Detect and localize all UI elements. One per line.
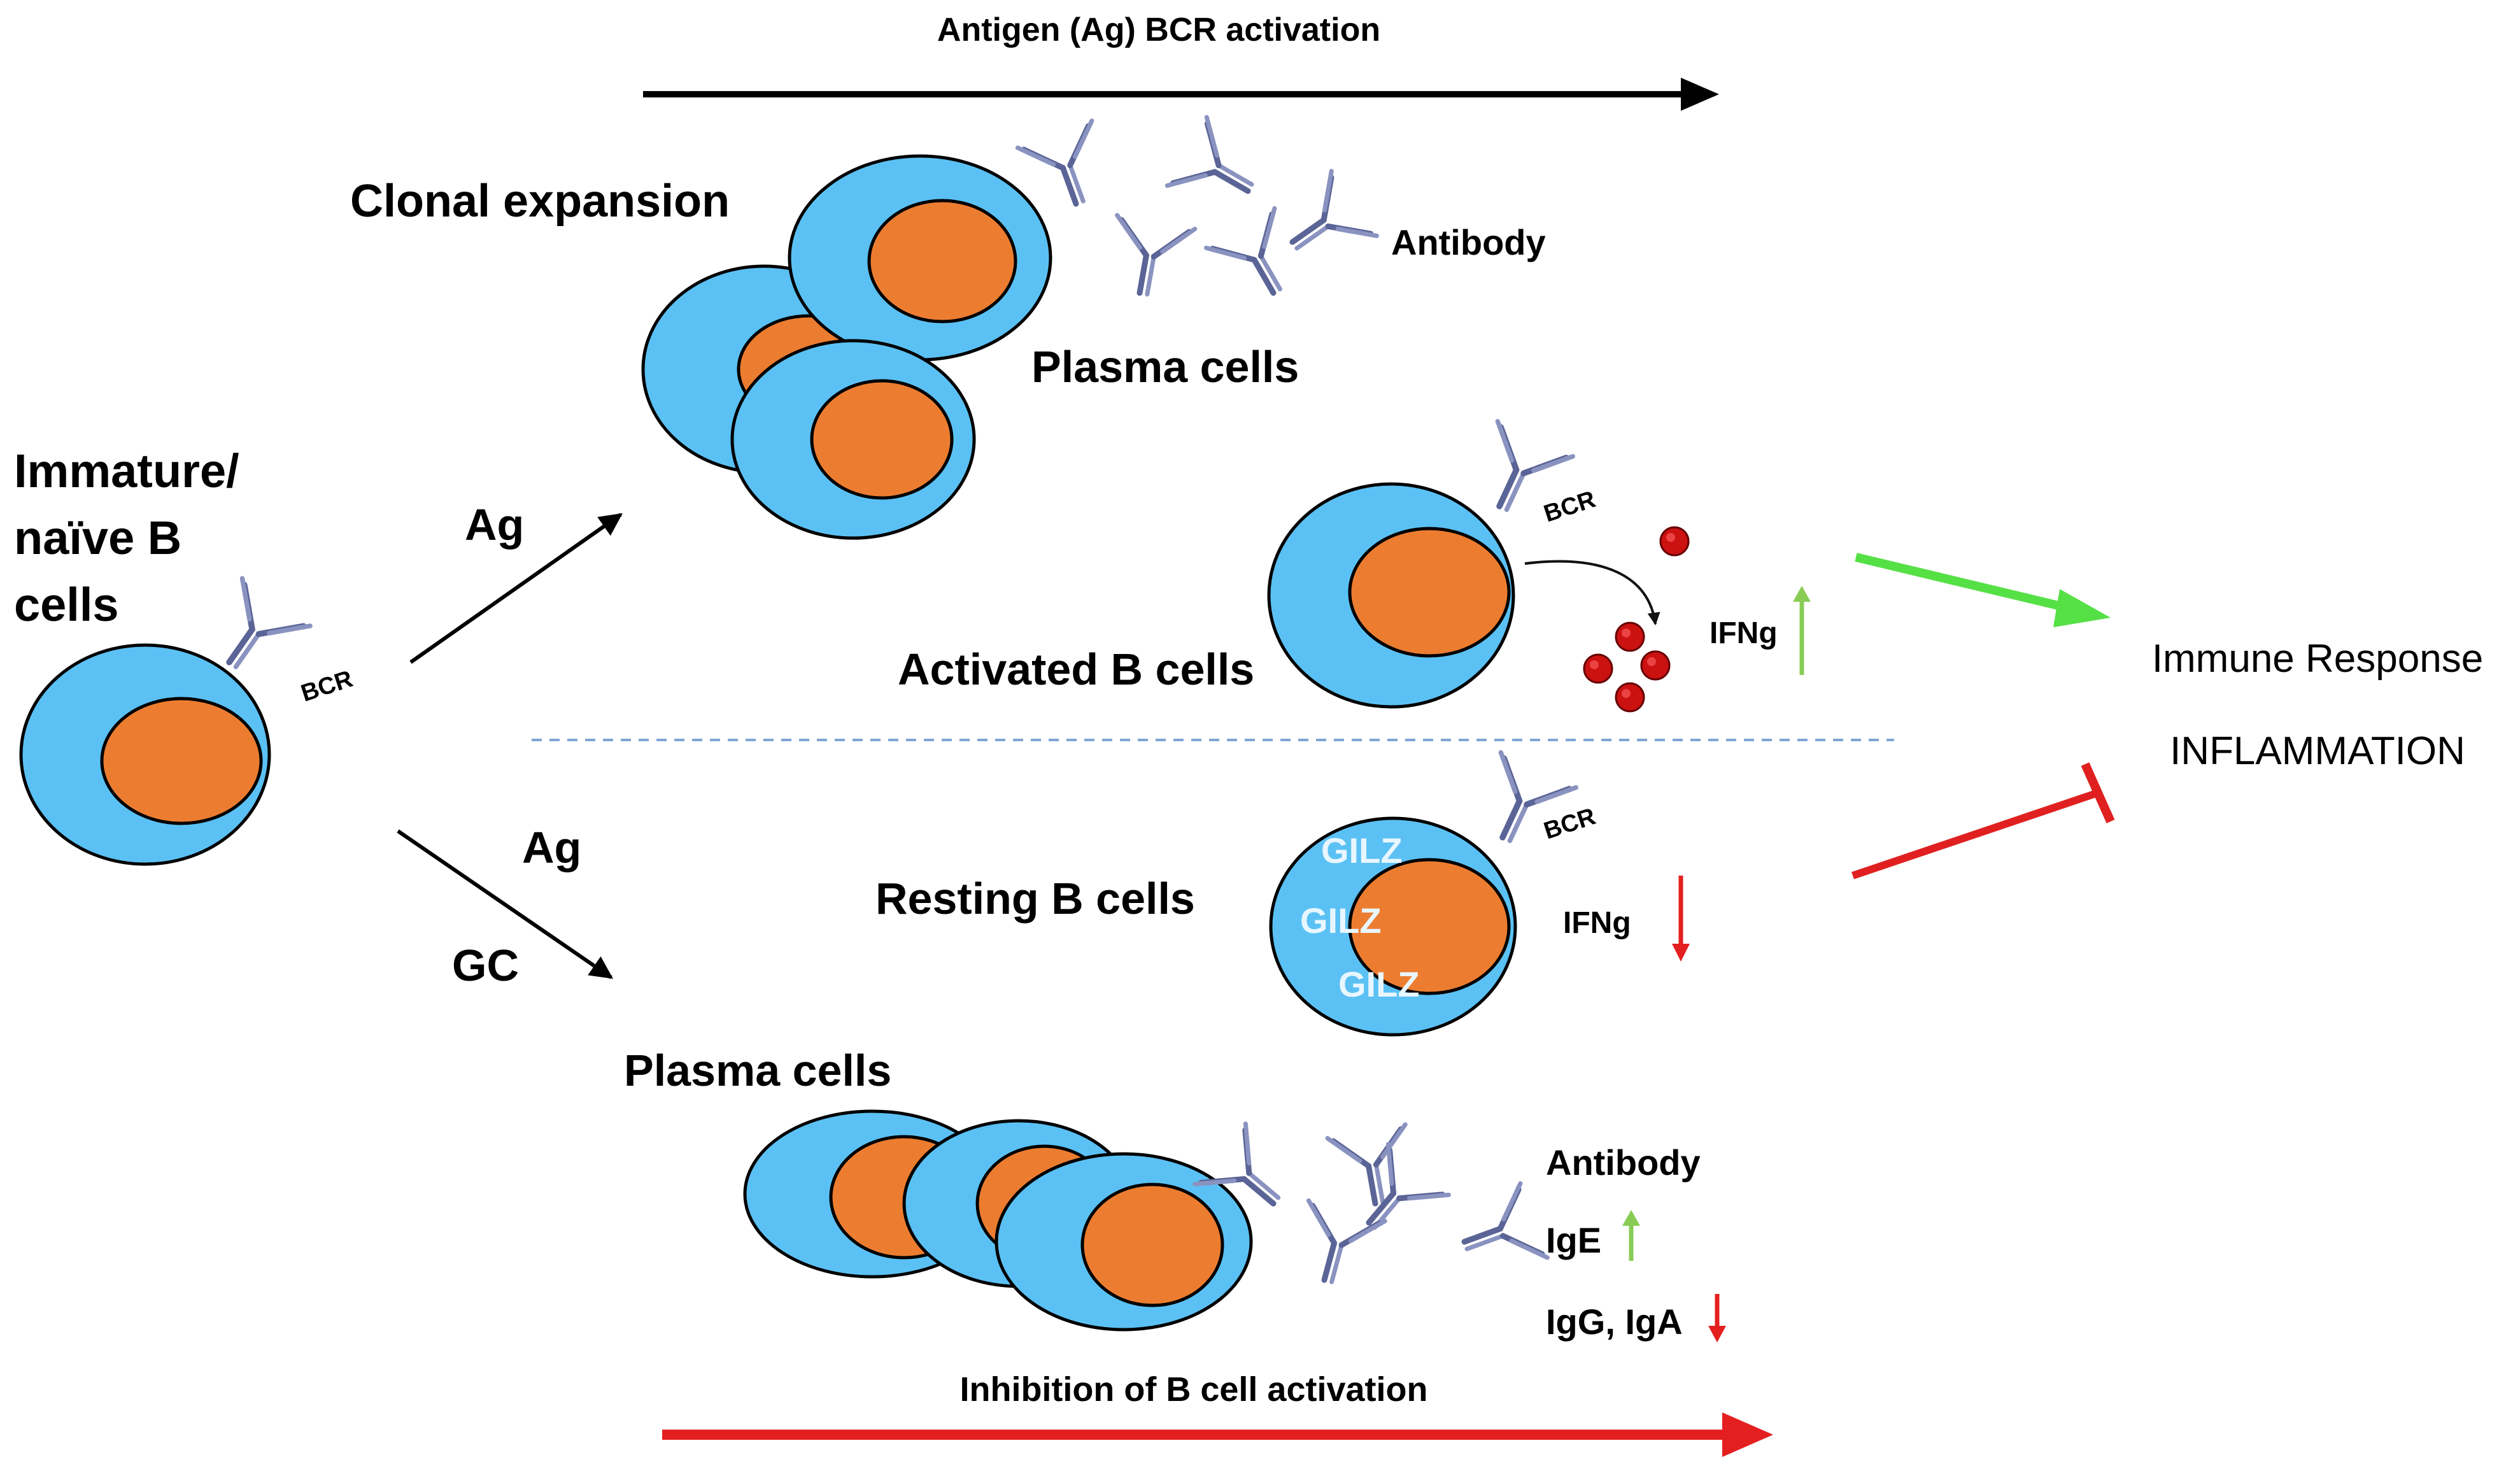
inhibit-icon <box>1851 762 2115 879</box>
gilz-label-2: GILZ <box>1300 900 1382 941</box>
ifng-lower-label: IFNg <box>1563 906 1631 940</box>
secretion-arrow <box>1524 560 1660 625</box>
top-activation-arrow <box>643 78 1719 111</box>
bottom-arrow-label: Inhibition of B cell activation <box>959 1370 1427 1409</box>
down-arrow-icon <box>1708 1294 1726 1342</box>
ag-label-lower: Ag <box>522 823 581 872</box>
igg-iga-label: IgG, IgA <box>1546 1302 1683 1342</box>
up-arrow-icon <box>1793 586 1811 675</box>
ifng-upper-label: IFNg <box>1709 616 1778 650</box>
immune-response-label: Immune Response <box>2152 637 2483 681</box>
activated-b-cells-label: Activated B cells <box>898 644 1254 694</box>
resting-b-cell <box>1269 816 1517 1037</box>
antibody-top-label: Antibody <box>1391 222 1546 262</box>
plasma-cells-top-group <box>641 154 1052 540</box>
naive-label-line3: cells <box>14 578 119 631</box>
activated-bcr-label: BCR <box>1541 486 1599 527</box>
naive-b-cell <box>19 643 271 866</box>
activated-b-cell <box>1267 482 1515 709</box>
down-arrow-icon <box>1672 876 1690 962</box>
naive-bcr-label: BCR <box>298 665 356 707</box>
clonal-expansion-label: Clonal expansion <box>350 176 730 227</box>
gc-label: GC <box>452 941 519 990</box>
ag-label-upper: Ag <box>465 500 524 550</box>
bottom-inhibition-arrow <box>662 1412 1773 1457</box>
resting-bcr-label: BCR <box>1541 803 1599 844</box>
ige-label: IgE <box>1546 1220 1601 1260</box>
naive-label-line1: Immature/ <box>14 444 239 497</box>
gilz-label-1: GILZ <box>1321 830 1403 871</box>
up-arrow-icon <box>1622 1210 1640 1261</box>
antibody-bottom-label: Antibody <box>1546 1142 1701 1183</box>
plasma-cells-bottom-group <box>743 1109 1253 1332</box>
activation-arrow <box>1855 553 2111 627</box>
ag-arrow-up <box>409 513 623 664</box>
ag-gc-arrow-down <box>397 829 613 979</box>
resting-b-cells-label: Resting B cells <box>875 874 1195 923</box>
antibody-icon <box>1017 117 1377 311</box>
gilz-label-3: GILZ <box>1338 964 1420 1004</box>
plasma-cells-bottom-label: Plasma cells <box>624 1046 891 1095</box>
inflammation-label: INFLAMMATION <box>2170 729 2465 773</box>
plasma-cells-top-label: Plasma cells <box>1031 342 1299 392</box>
cytokine-icon <box>1583 526 1690 713</box>
top-arrow-label: Antigen (Ag) BCR activation <box>937 11 1380 48</box>
naive-label-line2: naïve B <box>14 511 181 564</box>
